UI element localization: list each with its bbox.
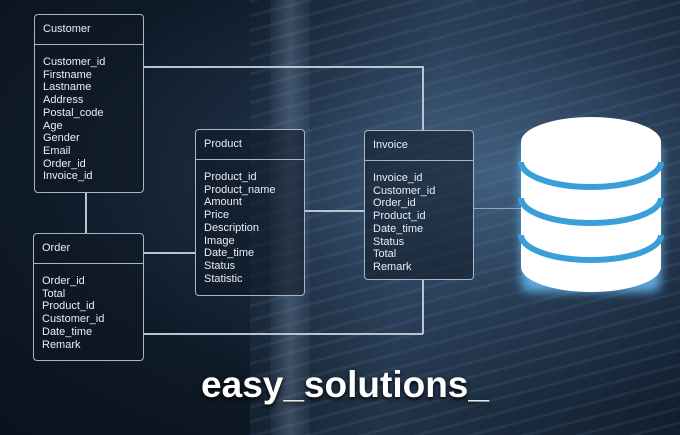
- field-item: Firstname: [43, 68, 92, 81]
- connector-order-product: [143, 252, 195, 254]
- field-item: Customer_id: [43, 56, 106, 68]
- field-item: Customer_id: [42, 313, 105, 326]
- field-item: Invoice_id: [373, 172, 423, 184]
- field-item: Remark: [42, 338, 81, 351]
- connector-invoice-database: [473, 208, 523, 209]
- field-item: Date_time: [42, 325, 93, 338]
- connector-product-invoice: [304, 210, 364, 212]
- field-item: Order_id: [42, 275, 85, 287]
- field-item: Date_time: [373, 222, 424, 235]
- field-item: Product_id: [42, 300, 95, 313]
- field-item: Status: [204, 259, 236, 272]
- connector-order-invoice: [143, 333, 423, 335]
- field-item: Order_id: [373, 197, 416, 210]
- field-item: Status: [373, 235, 405, 248]
- table-title: Customer: [35, 15, 143, 45]
- field-item: Total: [42, 287, 66, 300]
- brand-title: easy_solutions_: [201, 364, 489, 405]
- connector-customer-order: [85, 192, 87, 233]
- field-item: Postal_code: [43, 106, 104, 119]
- table-title: Product: [196, 130, 304, 160]
- field-item: Date_time: [204, 247, 255, 260]
- field-item: Amount: [204, 196, 242, 209]
- field-item: Age: [43, 119, 63, 132]
- field-item: Product_id: [204, 171, 257, 183]
- field-item: Product_id: [373, 210, 426, 223]
- field-item: Lastname: [43, 81, 92, 94]
- field-item: Address: [43, 94, 84, 107]
- field-item: Statistic: [204, 272, 243, 285]
- database-icon: [518, 117, 664, 292]
- table-title: Invoice: [365, 131, 473, 161]
- field-item: Email: [43, 144, 71, 157]
- connector-customer-invoice: [422, 66, 424, 130]
- field-item: Gender: [43, 132, 80, 145]
- field-item: Order_id: [43, 157, 86, 170]
- field-item: Customer_id: [373, 184, 436, 197]
- field-item: Product_name: [204, 183, 276, 196]
- field-item: Description: [204, 221, 260, 234]
- connector-customer-invoice: [143, 66, 423, 68]
- field-item: Total: [373, 248, 397, 261]
- table-title: Order: [34, 234, 143, 264]
- connector-order-invoice: [422, 279, 424, 334]
- field-item: Remark: [373, 260, 412, 273]
- field-item: Price: [204, 209, 230, 222]
- field-item: Image: [204, 234, 235, 247]
- field-item: Invoice_id: [43, 170, 93, 183]
